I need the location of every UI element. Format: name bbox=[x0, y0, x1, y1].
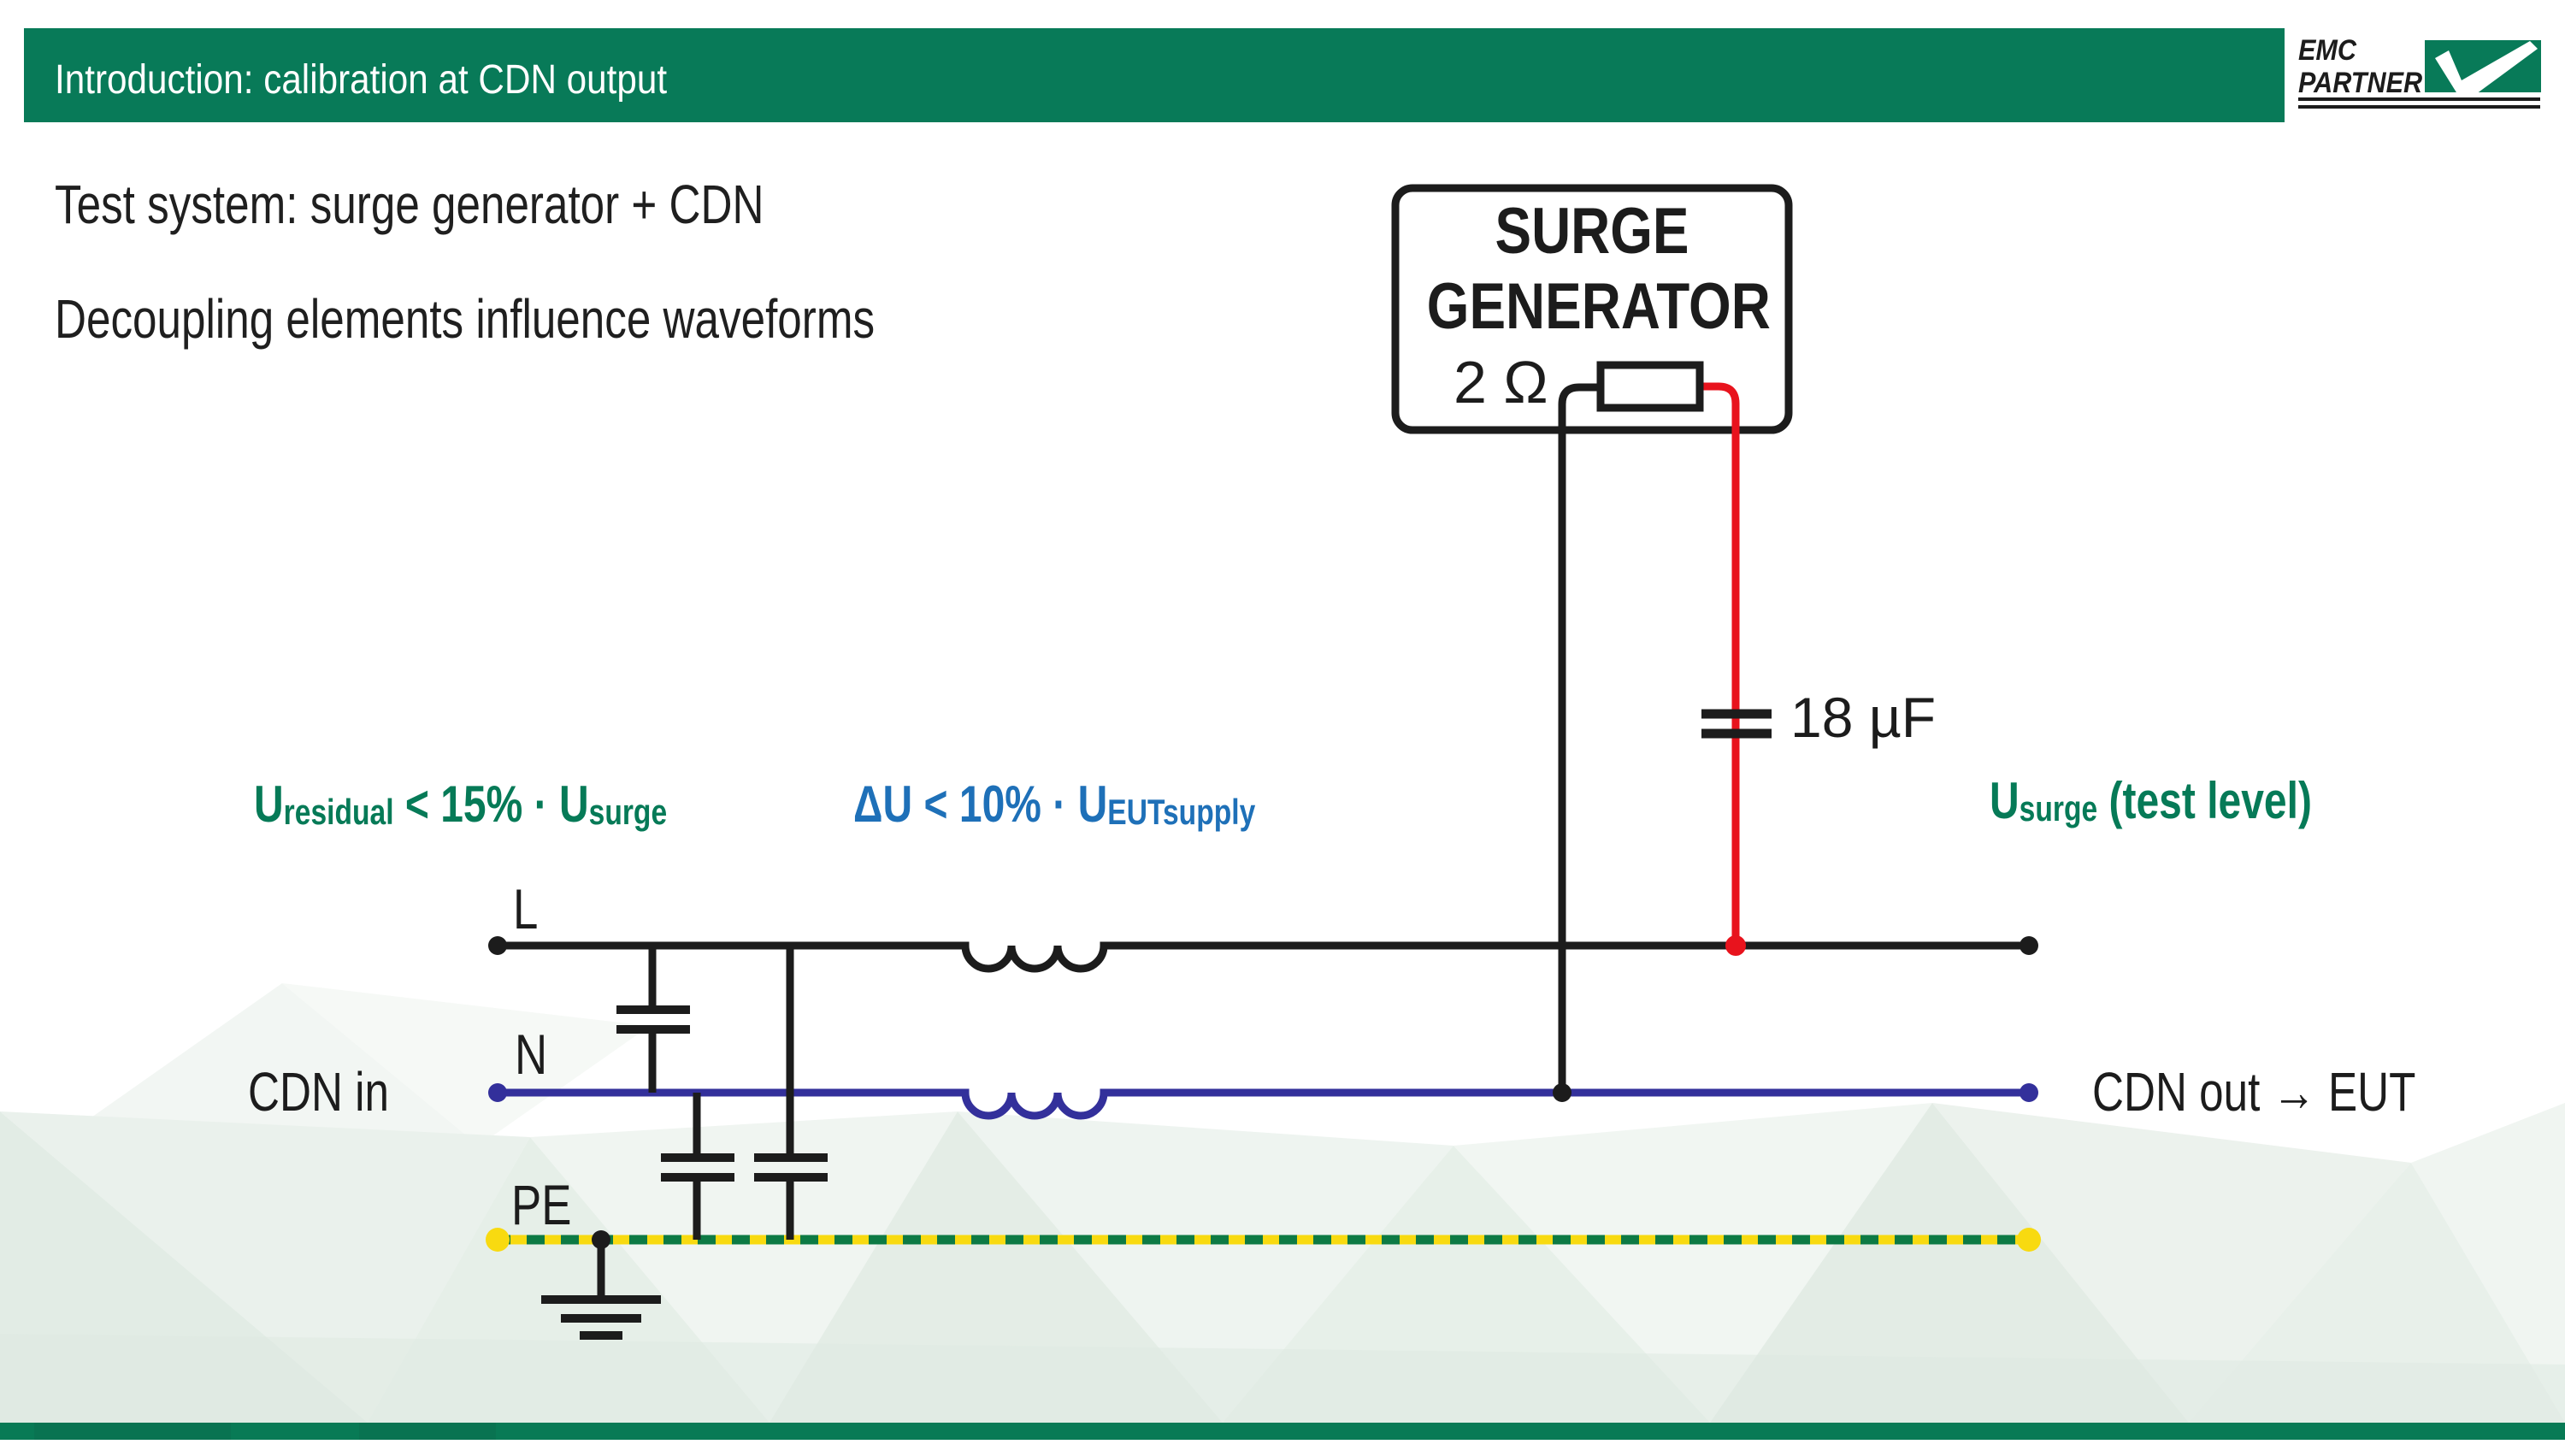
generator-impedance-label: 2 Ω bbox=[1454, 349, 1548, 416]
logo-rule-top bbox=[2298, 97, 2540, 101]
capacitor-l-n bbox=[616, 946, 690, 1093]
surge-l-injection-dot bbox=[1725, 935, 1746, 956]
cdn-output-label: CDN out → EUT bbox=[2092, 1061, 2416, 1123]
cdn-input-label: CDN in bbox=[248, 1061, 389, 1123]
background-shade bbox=[0, 1334, 2565, 1423]
generator-resistor bbox=[1596, 361, 1704, 412]
generator-return-wire bbox=[1558, 383, 1601, 1093]
pe-ground-junction-dot bbox=[592, 1230, 610, 1249]
formula-u: U bbox=[558, 775, 589, 833]
background-facet bbox=[2189, 1163, 2565, 1423]
pe-output-terminal-dot bbox=[2017, 1228, 2041, 1252]
formula-subscript: residual bbox=[283, 792, 394, 832]
header-bar: Introduction: calibration at CDN output bbox=[24, 28, 2285, 122]
formula-operator: < 10% · bbox=[912, 775, 1078, 833]
pe-input-terminal-dot bbox=[486, 1228, 510, 1252]
wire-label-n: N bbox=[515, 1023, 548, 1086]
low-poly-background bbox=[0, 983, 2565, 1423]
wire-label-l: L bbox=[513, 877, 539, 940]
voltage-drop-formula: ΔU < 10% · UEUTsupply bbox=[853, 779, 1255, 830]
check-icon bbox=[2435, 41, 2538, 103]
logo-text-emc: EMC bbox=[2298, 34, 2357, 67]
background-facet bbox=[51, 983, 479, 1146]
formula-subscript: surge bbox=[588, 792, 668, 832]
wire-label-pe: PE bbox=[511, 1173, 572, 1236]
generator-label-line1: SURGE bbox=[1495, 195, 1689, 268]
logo-rule-bottom bbox=[2298, 105, 2540, 109]
formula-operator: < 15% · bbox=[393, 775, 559, 833]
background-facet bbox=[1710, 1103, 2189, 1423]
generator-surge-wire-red bbox=[1700, 382, 1740, 946]
formula-subscript: surge bbox=[2019, 788, 2098, 828]
n-output-terminal-dot bbox=[2020, 1083, 2038, 1102]
formula-u: ΔU bbox=[853, 775, 913, 833]
generator-label: SURGE GENERATOR bbox=[1426, 194, 1771, 345]
capacitor-l-pe bbox=[754, 946, 828, 1240]
formula-rest: (test level) bbox=[2097, 772, 2312, 829]
capacitor-n-pe bbox=[661, 1093, 734, 1240]
l-input-terminal-dot bbox=[488, 936, 507, 955]
background-facet bbox=[1932, 1103, 2411, 1423]
intro-line-1: Test system: surge generator + CDN bbox=[55, 174, 764, 235]
intro-line-2: Decoupling elements influence waveforms bbox=[55, 288, 876, 350]
formula-u: U bbox=[1990, 772, 2020, 829]
n-input-terminal-dot bbox=[488, 1083, 507, 1102]
generator-label-line2: GENERATOR bbox=[1426, 270, 1771, 343]
n-wire-with-inductor bbox=[498, 1088, 2029, 1120]
generator-n-junction-dot bbox=[1553, 1083, 1571, 1102]
footer-bar-shade bbox=[359, 1423, 496, 1440]
formula-u: U bbox=[254, 775, 284, 833]
footer-bar bbox=[0, 1423, 2565, 1440]
background-facet bbox=[282, 983, 650, 1146]
background-facet bbox=[2411, 1103, 2565, 1423]
formula-u: U bbox=[1077, 775, 1108, 833]
page-title: Introduction: calibration at CDN output bbox=[55, 57, 668, 103]
surge-test-level-label: Usurge (test level) bbox=[1990, 775, 2312, 827]
l-wire-with-inductor bbox=[498, 941, 2029, 973]
logo-text-partner: PARTNER bbox=[2298, 67, 2423, 99]
coupling-capacitor-label: 18 µF bbox=[1790, 686, 1937, 749]
residual-voltage-formula: Uresidual < 15% · Usurge bbox=[254, 779, 667, 830]
formula-subscript: EUTsupply bbox=[1107, 792, 1256, 832]
coupling-capacitor bbox=[1701, 709, 1772, 739]
l-output-terminal-dot bbox=[2020, 936, 2038, 955]
background-facet bbox=[1454, 1103, 1932, 1423]
background-facet bbox=[530, 1111, 958, 1423]
footer-bar-shade bbox=[34, 1423, 231, 1440]
background-facet bbox=[958, 1111, 1454, 1423]
logo-checkmark-icon bbox=[2425, 40, 2541, 103]
